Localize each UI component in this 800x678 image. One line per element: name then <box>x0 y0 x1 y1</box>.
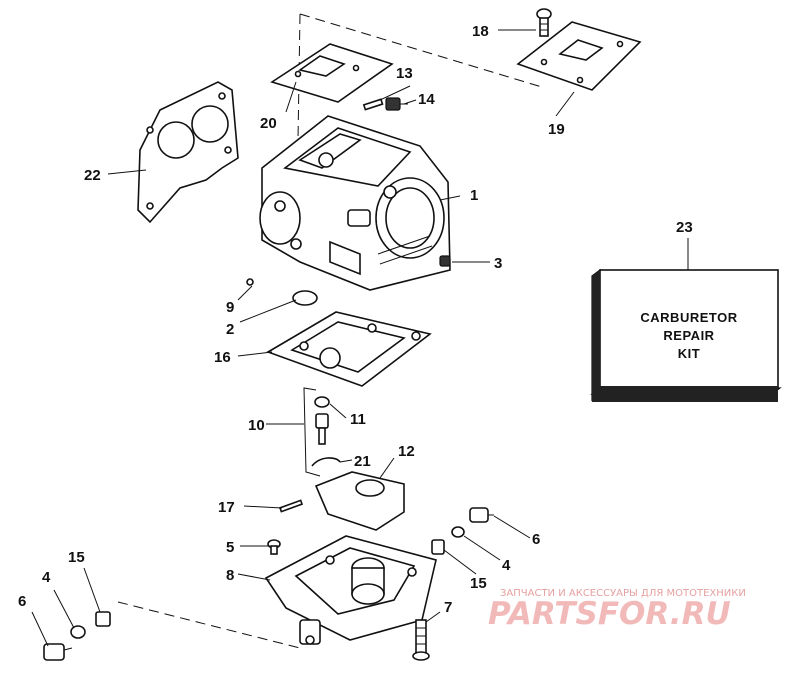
spring-3 <box>439 255 451 267</box>
callout-6-right: 6 <box>532 531 540 548</box>
alignment-line-top <box>297 13 301 141</box>
repair-kit-box-23 <box>590 268 782 402</box>
callout-17: 17 <box>218 499 235 516</box>
callout-8: 8 <box>226 567 234 584</box>
callout-20: 20 <box>260 115 277 132</box>
watermark-tagline: ЗАПЧАСТИ И АКСЕССУАРЫ ДЛЯ МОТОТЕХНИКИ <box>500 588 746 599</box>
callout-2: 2 <box>226 321 234 338</box>
callout-7: 7 <box>444 599 452 616</box>
ball-9 <box>246 278 254 286</box>
leader-lines <box>31 29 575 647</box>
screw-18 <box>536 8 552 37</box>
washer-4-right <box>451 526 465 538</box>
callout-16: 16 <box>214 349 231 366</box>
ring-11 <box>314 396 330 408</box>
bracket-10 <box>303 387 321 477</box>
callout-13: 13 <box>396 65 413 82</box>
plug-6-left <box>43 643 73 661</box>
jet-15-right <box>431 539 445 555</box>
jet-15-left <box>95 611 111 627</box>
watermark-logo: PARTSFOR.RU <box>488 596 731 632</box>
callout-15-left: 15 <box>68 549 85 566</box>
callout-18: 18 <box>472 23 489 40</box>
callout-11: 11 <box>350 411 366 428</box>
plate-20 <box>270 43 394 103</box>
callout-14: 14 <box>418 91 435 108</box>
washer-4-left <box>70 625 86 639</box>
callout-23: 23 <box>676 219 693 236</box>
callout-5: 5 <box>226 539 234 556</box>
fitting-14 <box>385 97 408 111</box>
callout-1: 1 <box>470 187 478 204</box>
needle-valve <box>315 413 329 445</box>
float-bowl-8 <box>264 535 437 645</box>
callout-4-left: 4 <box>42 569 51 586</box>
plate-19 <box>516 21 642 91</box>
callout-10: 10 <box>248 417 265 434</box>
kit-label-line1: CARBURETOR <box>640 310 737 325</box>
screw-7 <box>412 619 430 661</box>
kit-label-line2: REPAIR <box>663 328 714 343</box>
callout-12: 12 <box>398 443 415 460</box>
callout-labels: 1 2 3 4 4 5 6 6 7 8 9 10 11 12 13 14 15 … <box>18 23 693 616</box>
bowl-gasket-16 <box>266 311 432 387</box>
plug-6-right <box>469 507 494 523</box>
alignment-line-bottom <box>117 601 301 649</box>
callout-6-left: 6 <box>18 593 26 610</box>
float-12 <box>314 471 405 531</box>
callout-21: 21 <box>354 453 371 470</box>
callout-9: 9 <box>226 299 234 316</box>
callout-22: 22 <box>84 167 101 184</box>
callout-3: 3 <box>494 255 502 272</box>
alignment-line-top-right <box>299 13 546 89</box>
plug-2 <box>292 290 318 306</box>
callout-4-right: 4 <box>502 557 511 574</box>
gasket-22 <box>137 81 239 224</box>
kit-label-line3: KIT <box>678 346 700 361</box>
clip-21 <box>311 457 341 467</box>
callout-15-right: 15 <box>470 575 487 592</box>
screw-5 <box>267 539 281 555</box>
pin-13 <box>362 98 384 111</box>
carburetor-body-1 <box>259 115 451 291</box>
pin-17 <box>278 499 304 513</box>
callout-19: 19 <box>548 121 565 138</box>
